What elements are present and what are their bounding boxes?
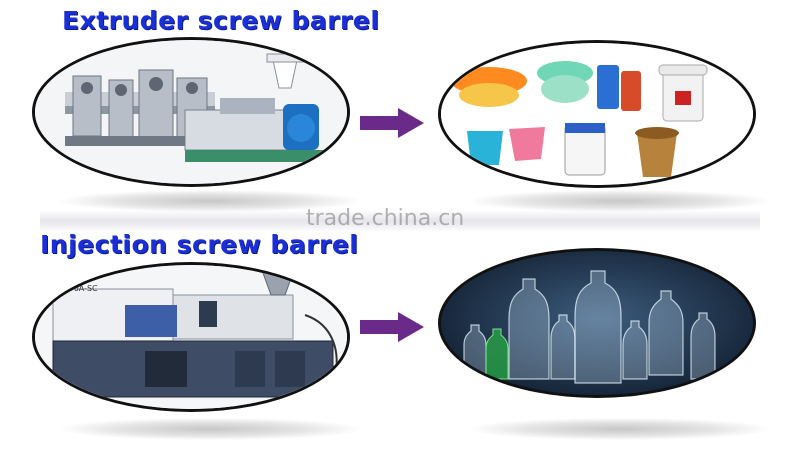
divider-band [40, 210, 760, 232]
oval-shadow [470, 190, 770, 212]
extruder-machine-oval [32, 37, 350, 187]
plastic-bottles-illustration [441, 251, 753, 395]
machine-model-label: HC90A-SC [57, 284, 98, 293]
arrow-right-icon [360, 108, 424, 138]
injection-machine-oval: HC90A-SC [32, 262, 350, 412]
oval-shadow [470, 418, 770, 440]
plastic-bottles-oval [438, 248, 756, 398]
section-heading-injection: Injection screw barrel [40, 230, 359, 259]
plastic-products-illustration [441, 43, 753, 185]
extruder-machine-illustration [35, 40, 347, 184]
watermark-text: trade.china.cn [306, 206, 465, 231]
oval-shadow [60, 418, 360, 440]
injection-machine-illustration [35, 265, 347, 409]
section-heading-extruder: Extruder screw barrel [62, 6, 380, 35]
arrow-right-icon [360, 312, 424, 342]
oval-shadow [60, 190, 360, 212]
plastic-products-oval [438, 40, 756, 188]
